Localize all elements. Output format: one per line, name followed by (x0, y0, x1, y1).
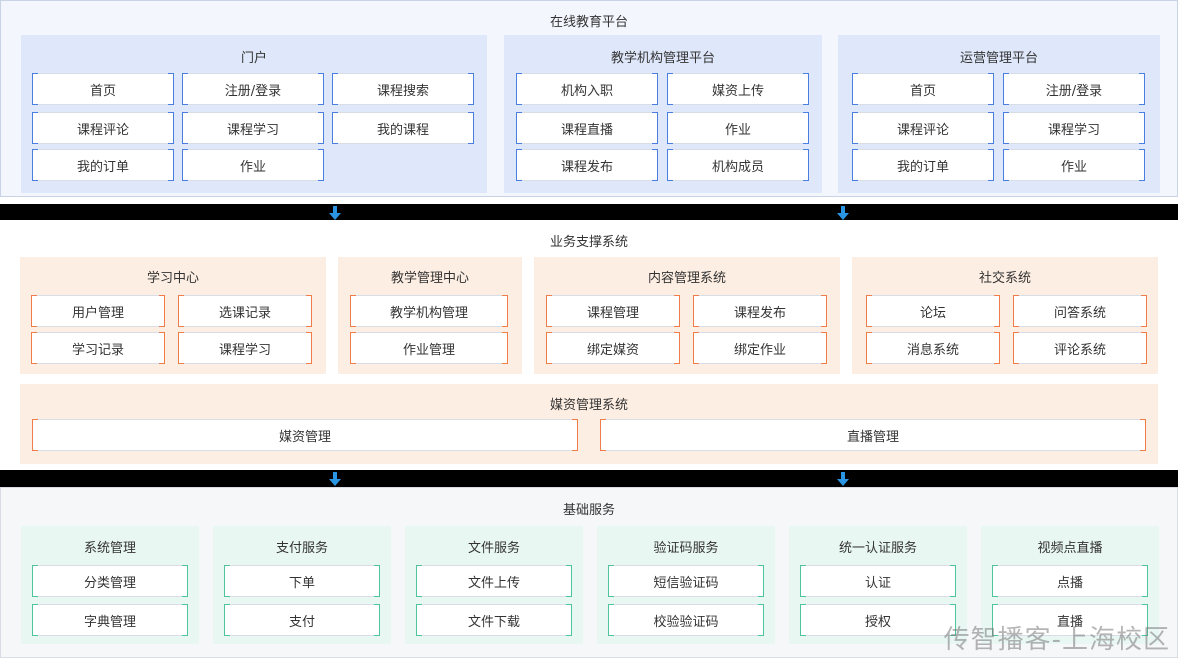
down-arrow-icon (329, 206, 341, 220)
chip-course-management[interactable]: 课程管理 (546, 295, 680, 327)
panel-title: 教学管理中心 (390, 271, 469, 286)
layer-title: 基础服务 (562, 503, 615, 518)
chip-verify-captcha[interactable]: 校验验证码 (608, 604, 764, 636)
panel-title: 学习中心 (146, 271, 199, 286)
panel-title: 社交系统 (978, 271, 1031, 286)
chip-homework[interactable]: 作业 (1003, 149, 1145, 181)
chip-file-upload[interactable]: 文件上传 (416, 565, 572, 597)
chip-pay[interactable]: 支付 (224, 604, 380, 636)
chip-authentication[interactable]: 认证 (800, 565, 956, 597)
chip-course-publish[interactable]: 课程发布 (516, 149, 658, 181)
panel-captcha-service: 验证码服务 短信验证码 校验验证码 (597, 526, 775, 644)
chip-bind-media[interactable]: 绑定媒资 (546, 332, 680, 364)
layer-online-education-platform: 在线教育平台 门户 首页 注册/登录 课程搜索 课程评论 课程学习 我的课程 我… (0, 0, 1178, 197)
panel-institution-platform: 教学机构管理平台 机构入职 媒资上传 课程直播 作业 课程发布 机构成员 (504, 35, 822, 193)
panel-portal: 门户 首页 注册/登录 课程搜索 课程评论 课程学习 我的课程 我的订单 作业 (21, 35, 487, 193)
panel-title: 门户 (240, 51, 267, 66)
chip-institution-members[interactable]: 机构成员 (667, 149, 809, 181)
layer-business-support: 业务支撑系统 学习中心 用户管理 选课记录 学习记录 课程学习 教学管理中心 教… (0, 220, 1178, 470)
chip-course-learning[interactable]: 课程学习 (1003, 112, 1145, 144)
panel-content-management: 内容管理系统 课程管理 课程发布 绑定媒资 绑定作业 (534, 257, 840, 374)
separator-bar (0, 470, 1178, 487)
chip-place-order[interactable]: 下单 (224, 565, 380, 597)
chip-authorization[interactable]: 授权 (800, 604, 956, 636)
chip-institution-onboarding[interactable]: 机构入职 (516, 73, 658, 105)
chip-my-orders[interactable]: 我的订单 (852, 149, 994, 181)
down-arrow-icon (837, 206, 849, 220)
chip-forum[interactable]: 论坛 (866, 295, 1000, 327)
panel-operations-platform: 运营管理平台 首页 注册/登录 课程评论 课程学习 我的订单 作业 (838, 35, 1160, 193)
layer-title: 在线教育平台 (549, 15, 628, 30)
chip-course-publish[interactable]: 课程发布 (693, 295, 827, 327)
panel-title: 教学机构管理平台 (610, 51, 715, 66)
panel-title: 视频点直播 (1037, 541, 1103, 556)
panel-file-service: 文件服务 文件上传 文件下载 (405, 526, 583, 644)
panel-title: 系统管理 (83, 541, 136, 556)
panel-system-management: 系统管理 分类管理 字典管理 (21, 526, 199, 644)
chip-course-live[interactable]: 课程直播 (516, 112, 658, 144)
chip-home[interactable]: 首页 (852, 73, 994, 105)
panel-teaching-management: 教学管理中心 教学机构管理 作业管理 (338, 257, 522, 374)
chip-category-management[interactable]: 分类管理 (32, 565, 188, 597)
chip-course-review[interactable]: 课程评论 (32, 112, 174, 144)
down-arrow-icon (329, 472, 341, 486)
chip-course-learning[interactable]: 课程学习 (182, 112, 324, 144)
chip-learning-records[interactable]: 学习记录 (31, 332, 165, 364)
chip-register-login[interactable]: 注册/登录 (182, 73, 324, 105)
chip-vod[interactable]: 点播 (992, 565, 1148, 597)
watermark: 传智播客-上海校区 (943, 625, 1170, 655)
chip-enrollment-records[interactable]: 选课记录 (178, 295, 312, 327)
panel-payment-service: 支付服务 下单 支付 (213, 526, 391, 644)
chip-media-upload[interactable]: 媒资上传 (667, 73, 809, 105)
chip-media-management[interactable]: 媒资管理 (32, 419, 578, 451)
panel-social-system: 社交系统 论坛 问答系统 消息系统 评论系统 (852, 257, 1158, 374)
chip-homework[interactable]: 作业 (667, 112, 809, 144)
panel-learning-center: 学习中心 用户管理 选课记录 学习记录 课程学习 (20, 257, 326, 374)
chip-homework[interactable]: 作业 (182, 149, 324, 181)
panel-unified-auth: 统一认证服务 认证 授权 (789, 526, 967, 644)
chip-file-download[interactable]: 文件下载 (416, 604, 572, 636)
chip-homework-management[interactable]: 作业管理 (350, 332, 508, 364)
chip-my-courses[interactable]: 我的课程 (332, 112, 474, 144)
panel-video-vod-live: 视频点直播 点播 直播 (981, 526, 1159, 644)
chip-bind-homework[interactable]: 绑定作业 (693, 332, 827, 364)
chip-live[interactable]: 直播 (992, 604, 1148, 636)
chip-user-management[interactable]: 用户管理 (31, 295, 165, 327)
panel-media-management: 媒资管理系统 媒资管理 直播管理 (20, 384, 1158, 464)
chip-register-login[interactable]: 注册/登录 (1003, 73, 1145, 105)
panel-title: 支付服务 (275, 541, 328, 556)
chip-review-system[interactable]: 评论系统 (1013, 332, 1147, 364)
panel-title: 文件服务 (467, 541, 520, 556)
chip-course-search[interactable]: 课程搜索 (332, 73, 474, 105)
chip-live-management[interactable]: 直播管理 (600, 419, 1146, 451)
chip-course-review[interactable]: 课程评论 (852, 112, 994, 144)
panel-title: 验证码服务 (653, 541, 719, 556)
chip-institution-management[interactable]: 教学机构管理 (350, 295, 508, 327)
chip-course-learning[interactable]: 课程学习 (178, 332, 312, 364)
down-arrow-icon (837, 472, 849, 486)
chip-message-system[interactable]: 消息系统 (866, 332, 1000, 364)
separator-bar (0, 204, 1178, 220)
chip-dictionary-management[interactable]: 字典管理 (32, 604, 188, 636)
chip-my-orders[interactable]: 我的订单 (32, 149, 174, 181)
layer-base-services: 基础服务 系统管理 分类管理 字典管理 支付服务 下单 支付 文件服务 文件上传… (0, 487, 1178, 658)
panel-title: 媒资管理系统 (549, 398, 628, 413)
panel-title: 内容管理系统 (647, 271, 726, 286)
chip-sms-captcha[interactable]: 短信验证码 (608, 565, 764, 597)
layer-title: 业务支撑系统 (549, 235, 628, 250)
chip-qa-system[interactable]: 问答系统 (1013, 295, 1147, 327)
chip-home[interactable]: 首页 (32, 73, 174, 105)
panel-title: 运营管理平台 (959, 51, 1038, 66)
panel-title: 统一认证服务 (838, 541, 917, 556)
